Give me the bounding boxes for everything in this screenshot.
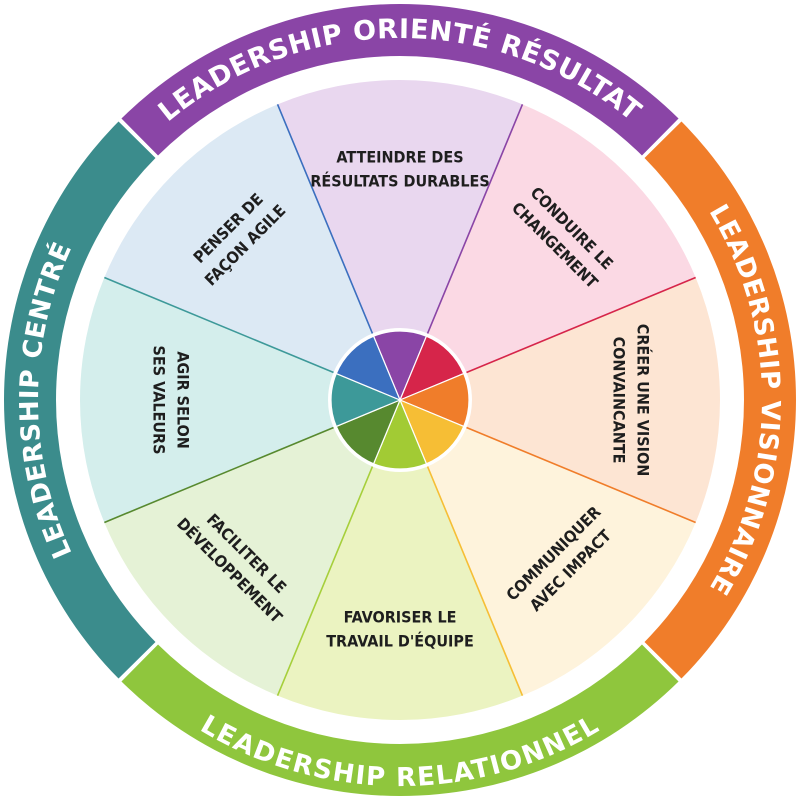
segment-8 [104, 104, 400, 400]
segment-5 [277, 400, 523, 720]
arc-relational [121, 644, 679, 796]
arc-vision [644, 121, 796, 679]
arc-centered [3, 121, 156, 679]
segment-label-1: ATTEINDRE DES RÉSULTATS DURABLES [310, 148, 489, 191]
segment-1 [277, 80, 523, 400]
segment-label-line: FAVORISER LE [344, 608, 457, 627]
segment-label-line: TRAVAIL D'ÉQUIPE [326, 632, 474, 651]
outer-arcs [3, 3, 796, 796]
segment-label-line: ATTEINDRE DES [336, 148, 463, 167]
hub-ring [328, 328, 472, 472]
center-hub [328, 328, 472, 472]
segment-4 [400, 400, 696, 696]
segment-6 [104, 400, 400, 696]
segment-3 [400, 277, 720, 523]
arc-result [121, 3, 679, 156]
wheel-segments [79, 80, 720, 720]
segment-label-line: CRÉER UNE VISION [634, 324, 653, 476]
segment-7 [79, 277, 400, 523]
segment-label-line: CONVAINCANTE [610, 337, 629, 464]
segment-label-line: AGIR SELON [174, 351, 193, 448]
segment-label-7: AGIR SELON SES VALEURS [150, 346, 193, 455]
segment-label-line: RÉSULTATS DURABLES [310, 172, 489, 191]
segment-label-3: CRÉER UNE VISION CONVAINCANTE [610, 324, 653, 476]
segment-label-5: FAVORISER LE TRAVAIL D'ÉQUIPE [326, 608, 474, 651]
segment-2 [400, 104, 696, 400]
segment-label-line: SES VALEURS [150, 346, 169, 455]
